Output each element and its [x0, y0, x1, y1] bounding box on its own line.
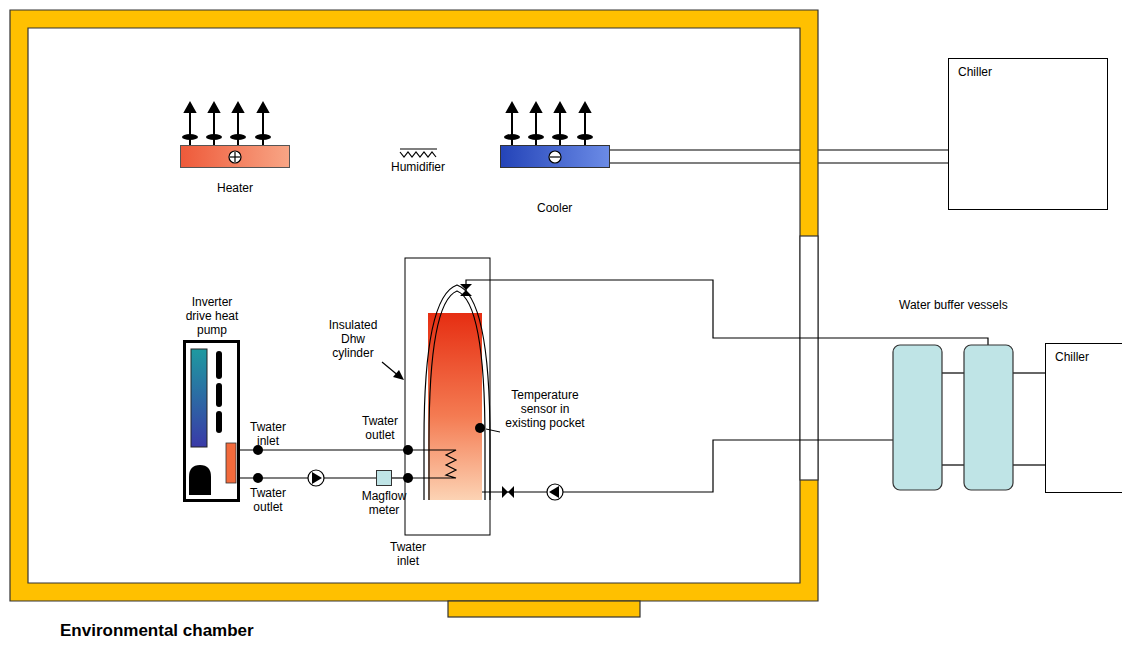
heat-pump-internals [186, 343, 237, 499]
node-label: Chiller [1046, 344, 1122, 364]
cylinder-water [428, 313, 482, 500]
node-label: Cooler [537, 201, 572, 215]
valve-symbol [460, 284, 472, 296]
node-label: Inverter drive heat pump [178, 295, 246, 337]
annotation-label: Temperature sensor in existing pocket [505, 388, 585, 430]
chamber-door [800, 236, 818, 480]
environmental-chamber: Environmental chamberHeaterCoolerInverte… [10, 10, 818, 601]
leader-arrowhead [393, 370, 404, 380]
pipe [466, 280, 1045, 492]
valve-symbol [502, 486, 514, 498]
magflow-meter: Magflow meter [376, 470, 392, 486]
heater-fan-symbol [227, 149, 243, 165]
node-label: Heater [217, 181, 253, 195]
annotation-label: Twater outlet [245, 486, 291, 514]
chiller-box: Chiller [1045, 343, 1122, 493]
cooler-airflow [504, 103, 593, 145]
heater-airflow [182, 103, 271, 145]
temperature-sensor [475, 423, 485, 433]
pump-symbol [547, 484, 563, 500]
node-label: Environmental chamber [60, 621, 254, 641]
node-label: Chiller [949, 59, 1107, 79]
cylinder-dome [424, 285, 490, 500]
buffer-vessel [893, 345, 942, 490]
coil [408, 450, 456, 478]
annotation-label: Insulated Dhw cylinder [323, 318, 383, 360]
cylinder-dome [429, 291, 485, 500]
pipe-connector [610, 150, 948, 163]
cooler-fan-symbol [547, 149, 563, 165]
annotation-label: Twater inlet [245, 420, 291, 448]
pump-symbol [308, 470, 324, 486]
annotation-label: Twater inlet [385, 540, 431, 568]
heater-unit: Heater [180, 145, 290, 168]
leader-line [486, 429, 500, 432]
humidifier-symbol [400, 149, 437, 157]
node-label: Magflow meter [358, 489, 410, 517]
cooler-unit: Cooler [500, 145, 610, 168]
annotation-label: Water buffer vessels [899, 298, 1008, 312]
chamber-base [448, 601, 640, 617]
annotation-label: Twater outlet [357, 414, 403, 442]
buffer-vessel [964, 345, 1013, 490]
chiller-box: Chiller [948, 58, 1108, 210]
annotation-label: Humidifier [391, 160, 445, 174]
cylinder-insulation [405, 258, 490, 535]
heat-pump-unit: Inverter drive heat pump [183, 340, 240, 502]
chamber-wall [10, 10, 818, 601]
